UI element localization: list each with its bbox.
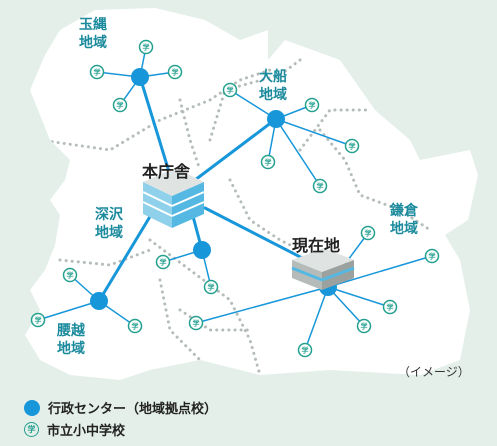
- legend-center: 行政センター（地域拠点校）: [24, 398, 217, 417]
- area-label-kamakura: 鎌倉地域: [390, 203, 418, 237]
- image-note: （イメージ）: [398, 365, 470, 379]
- school-icon: 学: [304, 97, 320, 113]
- school-icons: 学 学 学 学 学 学 学 学 学 学 学 学 学 学 学 学 学 学 学 学: [30, 39, 440, 358]
- school-icon: 学: [30, 312, 46, 328]
- school-icon: 学: [222, 82, 238, 98]
- legend-school: 学 市立小中学校: [24, 420, 125, 439]
- center-dot-tamanawa: [131, 68, 149, 86]
- current-site-building-icon: [291, 248, 355, 290]
- svg-text:学: 学: [227, 86, 234, 95]
- school-icon: 学: [167, 64, 183, 80]
- city-map-shape: [25, 8, 478, 380]
- legend-center-label: 行政センター（地域拠点校）: [48, 402, 218, 417]
- svg-text:学: 学: [317, 182, 324, 191]
- svg-text:学: 学: [208, 283, 215, 292]
- school-icon: 学: [203, 279, 219, 295]
- school-icon: 学: [138, 39, 154, 55]
- school-icon: 学: [424, 248, 440, 264]
- school-icon: 学: [188, 315, 204, 331]
- svg-text:学: 学: [387, 303, 394, 312]
- school-icon: 学: [360, 225, 376, 241]
- svg-text:学: 学: [35, 316, 42, 325]
- svg-text:学: 学: [67, 271, 74, 280]
- svg-text:学: 学: [117, 101, 124, 110]
- school-icon: 学: [112, 97, 128, 113]
- school-icon: 学: [127, 318, 143, 334]
- center-dot-fukasawa: [193, 241, 211, 259]
- city-hall-building-icon: [142, 168, 205, 228]
- svg-text:学: 学: [349, 142, 356, 151]
- area-label-ofuna: 大船地域: [259, 69, 287, 103]
- school-icon: 学: [382, 299, 398, 315]
- svg-text:学: 学: [172, 68, 179, 77]
- svg-text:学: 学: [429, 252, 436, 261]
- school-icon: 学: [356, 318, 372, 334]
- svg-text:学: 学: [94, 68, 101, 77]
- school-icon: 学: [24, 422, 39, 437]
- school-icon: 学: [62, 267, 78, 283]
- svg-text:学: 学: [302, 346, 309, 355]
- center-dot-icon: [24, 399, 40, 416]
- center-dot-koshigoe: [90, 292, 108, 310]
- school-icon: 学: [344, 138, 360, 154]
- district-borders: [38, 58, 432, 377]
- svg-text:学: 学: [309, 101, 316, 110]
- school-icon: 学: [297, 342, 313, 358]
- current-site-label: 現在地: [292, 236, 341, 255]
- school-icon: 学: [89, 64, 105, 80]
- school-icon: 学: [155, 254, 171, 270]
- svg-text:学: 学: [193, 319, 200, 328]
- city-hall-label: 本庁舎: [142, 162, 191, 181]
- svg-text:学: 学: [132, 322, 139, 331]
- school-icon: 学: [260, 154, 276, 170]
- legend-school-label: 市立小中学校: [47, 424, 126, 439]
- area-label-koshigoe: 腰越地域: [57, 323, 85, 357]
- school-icon: 学: [312, 178, 328, 194]
- area-label-fukasawa: 深沢地域: [95, 207, 123, 241]
- center-dot-ofuna: [267, 110, 285, 128]
- svg-text:学: 学: [160, 258, 167, 267]
- area-label-tamanawa: 玉縄地域: [79, 17, 107, 51]
- svg-text:学: 学: [365, 229, 372, 238]
- svg-text:学: 学: [143, 43, 150, 52]
- svg-text:学: 学: [265, 158, 272, 167]
- svg-text:学: 学: [361, 322, 368, 331]
